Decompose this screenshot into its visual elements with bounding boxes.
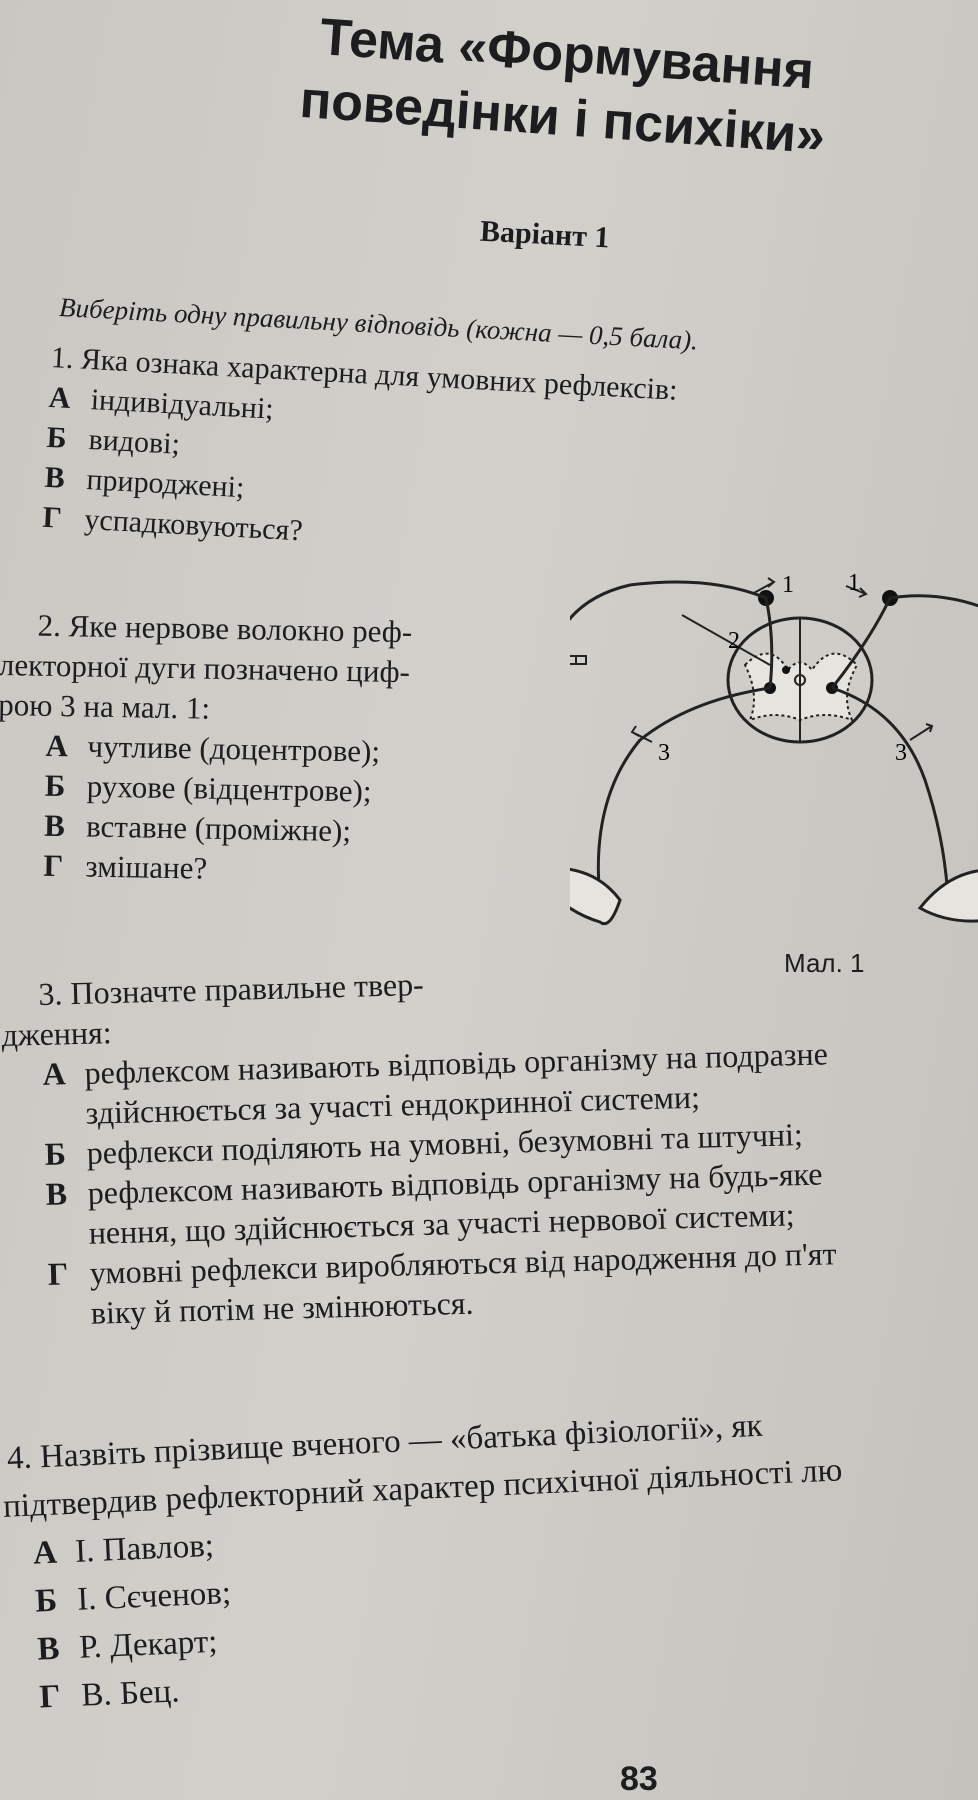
figure-label-1-left: 1 <box>782 572 794 598</box>
arrow-1-left <box>751 577 776 595</box>
topic-title: Тема «Формування поведінки і психіки» <box>241 0 888 172</box>
left-motor-fiber <box>596 686 771 901</box>
reflex-arc-figure: 1 1 2 3 3 <box>570 570 978 926</box>
figure-caption: Мал. 1 <box>784 948 865 978</box>
left-sensory-fiber <box>570 580 774 689</box>
arrow-2 <box>681 614 771 666</box>
question-4: 4. Назвіть прізвище вченого — «батька фі… <box>0 1391 978 1722</box>
variant-heading: Варіант 1 <box>479 214 611 255</box>
right-sensory-fiber <box>830 594 978 689</box>
question-2: 2. Яке нервове волокно реф- лекторної ду… <box>0 605 560 895</box>
muscle-right <box>917 869 978 923</box>
central-canal <box>794 674 806 686</box>
page-number: 83 <box>620 1760 658 1798</box>
interneuron <box>782 666 790 674</box>
arrow-3-left <box>630 725 653 743</box>
figure-label-2: 2 <box>728 628 740 654</box>
right-motor-fiber <box>831 686 950 901</box>
receptor <box>570 655 587 665</box>
question-1: 1. Яка ознака характерна для умовних реф… <box>42 338 911 583</box>
figure-label-3-right: 3 <box>895 740 907 766</box>
muscle-left <box>570 867 622 926</box>
arrow-3-right <box>909 723 934 741</box>
figure-label-3-left: 3 <box>658 740 670 766</box>
arrow-1-right <box>845 585 868 598</box>
figure-label-1-right: 1 <box>848 570 860 596</box>
